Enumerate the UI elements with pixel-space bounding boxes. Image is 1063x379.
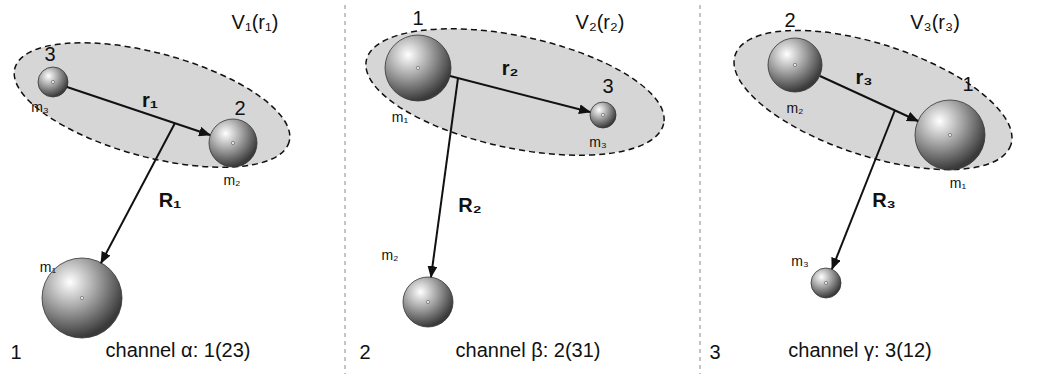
channel-label: channel β: 2(31)	[456, 339, 601, 361]
particle-number: 1	[10, 341, 21, 363]
pair-ellipse	[355, 6, 676, 179]
potential-label: V₁(r₁)	[232, 11, 279, 33]
mass-label: m₂	[381, 248, 398, 263]
divider	[700, 5, 701, 374]
vector-label: r₁	[142, 89, 158, 111]
potential-label: V₂(r₂)	[576, 11, 625, 33]
mass-label: m₁	[40, 260, 56, 275]
particle-number: 1	[412, 7, 423, 29]
potential-label: V₃(r₃)	[910, 11, 960, 33]
particle-number: 1	[962, 73, 973, 95]
channel-label: channel γ: 3(12)	[788, 339, 931, 361]
particle-number: 3	[602, 75, 613, 97]
particle-number: 2	[359, 341, 370, 363]
mass-label: m₁	[950, 176, 966, 191]
vector-label: R₁	[159, 189, 182, 211]
vectors	[67, 76, 918, 277]
pair-ellipse	[718, 2, 1028, 198]
channel-label: channel α: 1(23)	[106, 339, 251, 361]
divider	[345, 5, 346, 374]
vector-label: r₂	[502, 57, 519, 79]
mass-label: m₂	[786, 101, 803, 116]
vector-label: R₂	[458, 194, 481, 216]
vector-label: r₃	[855, 66, 872, 88]
particle-number: 3	[44, 43, 55, 65]
particle-number: 2	[234, 97, 245, 119]
center-dots	[51, 63, 951, 303]
mass-label: m₁	[392, 110, 408, 125]
particle-number: 3	[709, 341, 720, 363]
spheres	[38, 35, 985, 338]
mass-label: m₃	[589, 135, 606, 150]
vector-label: R₃	[872, 189, 896, 211]
mass-label: m₃	[791, 254, 808, 269]
mass-label: m₂	[223, 173, 240, 188]
particle-number: 2	[784, 9, 795, 31]
mass-label: m₃	[31, 100, 48, 115]
